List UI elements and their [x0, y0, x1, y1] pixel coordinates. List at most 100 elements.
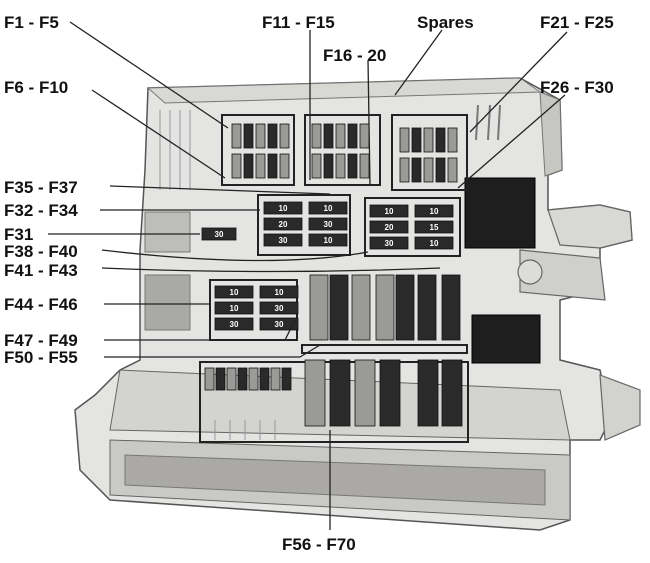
mini-fuse	[263, 233, 303, 247]
fuse-rating-label: 30	[275, 304, 284, 313]
fuse-rating-label: 10	[230, 304, 239, 313]
mini-fuse	[369, 220, 409, 234]
mini-fuse	[259, 301, 299, 315]
label-f32-f34: F32 - F34	[4, 201, 78, 220]
fuse-rating-label: 15	[430, 223, 439, 232]
mini-fuse	[359, 153, 370, 179]
mini-fuse	[308, 201, 348, 215]
mini-fuse	[214, 317, 254, 331]
mini-fuse	[259, 317, 299, 331]
label-f26-f30: F26 - F30	[540, 78, 614, 97]
label-f41-f43: F41 - F43	[4, 261, 78, 280]
label-f21-f25: F21 - F25	[540, 13, 614, 32]
mini-fuse	[243, 123, 254, 149]
fuse-rating-label: 10	[324, 204, 333, 213]
fuse-rating-label: 10	[430, 239, 439, 248]
fuse-rating-label: 10	[430, 207, 439, 216]
mini-fuse	[414, 220, 454, 234]
fuse-rating-label: 20	[279, 220, 288, 229]
mini-fuse	[204, 367, 215, 391]
mini-fuse	[243, 153, 254, 179]
mini-fuse	[347, 123, 358, 149]
fuse-rating-label: 30	[385, 239, 394, 248]
mini-fuse	[231, 123, 242, 149]
mini-fuse	[226, 367, 237, 391]
mini-fuse	[423, 127, 434, 153]
fuse-rating-label: 30	[279, 236, 288, 245]
label-f35-f37: F35 - F37	[4, 178, 78, 197]
mini-fuse	[214, 285, 254, 299]
mini-fuse	[255, 123, 266, 149]
fuse-rating-label: 10	[324, 236, 333, 245]
mini-fuse	[414, 236, 454, 250]
mini-fuse	[267, 153, 278, 179]
mini-fuse	[308, 217, 348, 231]
fuse-rating-label: 10	[279, 204, 288, 213]
fuse-rating-label: 10	[385, 207, 394, 216]
mini-fuse	[237, 367, 248, 391]
label-f1-f5: F1 - F5	[4, 13, 59, 32]
fuse-rating-label: 30	[324, 220, 333, 229]
mini-fuse	[423, 157, 434, 183]
maxi-fuse	[417, 274, 437, 341]
maxi-fuse	[395, 274, 415, 341]
mini-fuse	[335, 123, 346, 149]
maxi-fuse	[379, 359, 401, 427]
fuse-rating-label: 10	[230, 288, 239, 297]
maxi-fuse	[329, 359, 351, 427]
label-f56-f70: F56 - F70	[282, 535, 356, 554]
mini-fuse	[308, 233, 348, 247]
mini-fuse	[435, 157, 446, 183]
label-spares: Spares	[417, 13, 474, 32]
mini-fuse	[414, 204, 454, 218]
mini-fuse	[267, 123, 278, 149]
fuse-rating-label: 30	[275, 320, 284, 329]
label-f11-f15: F11 - F15	[262, 13, 335, 32]
mini-fuse	[411, 127, 422, 153]
mini-fuse	[447, 127, 458, 153]
mini-fuse	[259, 285, 299, 299]
mini-fuse	[369, 236, 409, 250]
maxi-fuse	[309, 274, 329, 341]
mini-fuse	[259, 367, 270, 391]
maxi-fuse	[441, 359, 463, 427]
label-f16-20: F16 - 20	[323, 46, 387, 65]
mini-fuse	[248, 367, 259, 391]
maxi-fuse	[351, 274, 371, 341]
leader-lines	[48, 21, 568, 530]
maxi-fuse	[375, 274, 395, 341]
fuse-rating-label: 20	[385, 223, 394, 232]
label-f47-f49: F47 - F49	[4, 331, 78, 350]
mini-fuse	[279, 123, 290, 149]
maxi-fuse	[329, 274, 349, 341]
mini-fuse	[270, 367, 281, 391]
mini-fuse	[201, 227, 237, 241]
maxi-fuse	[304, 359, 326, 427]
mini-fuse	[255, 153, 266, 179]
mini-fuses	[201, 123, 458, 391]
mini-fuse	[263, 201, 303, 215]
mini-fuse	[263, 217, 303, 231]
maxi-fuse	[441, 274, 461, 341]
mini-fuse	[347, 153, 358, 179]
fuse-rating-label: 10	[275, 288, 284, 297]
maxi-fuses	[304, 274, 463, 427]
label-f38-f40: F38 - F40	[4, 242, 78, 261]
mini-fuse	[215, 367, 226, 391]
mini-fuse	[447, 157, 458, 183]
mini-fuse	[214, 301, 254, 315]
label-f31: F31	[4, 225, 34, 244]
maxi-fuse	[354, 359, 376, 427]
mini-fuse	[279, 153, 290, 179]
mini-fuse	[359, 123, 370, 149]
mini-fuse	[335, 153, 346, 179]
mini-fuse	[399, 157, 410, 183]
mini-fuse	[323, 123, 334, 149]
mini-fuse	[311, 153, 322, 179]
mini-fuse	[435, 127, 446, 153]
mini-fuse	[399, 127, 410, 153]
label-f6-f10: F6 - F10	[4, 78, 69, 97]
